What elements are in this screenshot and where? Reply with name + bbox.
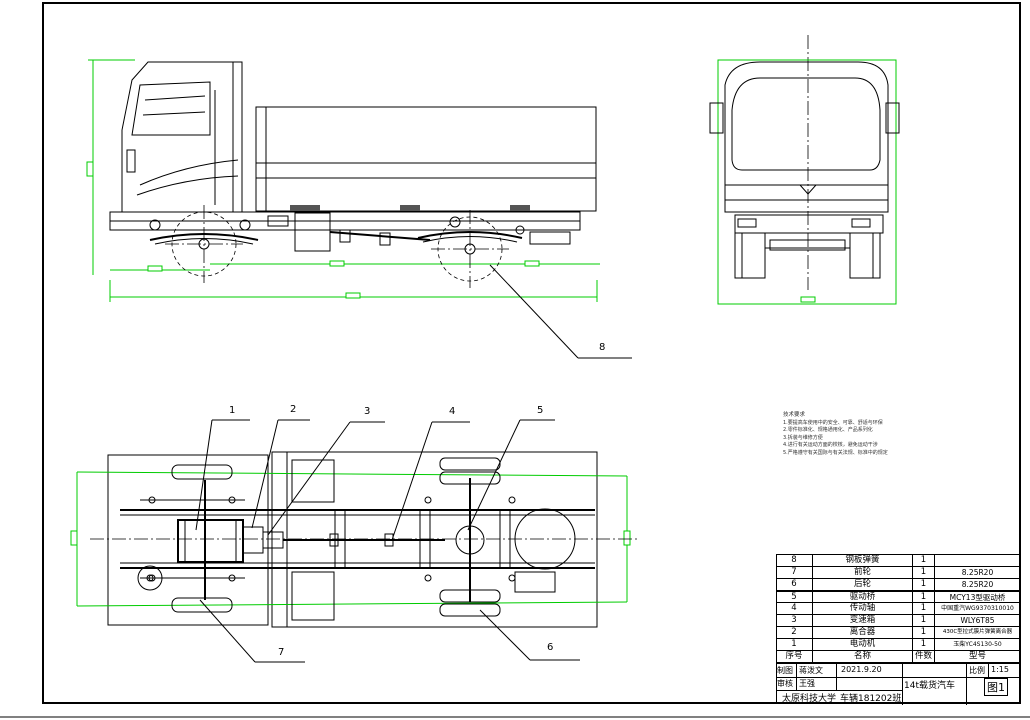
part-no: 5	[791, 592, 797, 602]
part-name: 前轮	[812, 567, 912, 578]
parts-row: 8 钢板弹簧 1	[776, 554, 1020, 566]
part-name: 后轮	[812, 579, 912, 590]
part-name: 离合器	[812, 627, 912, 638]
balloon-7: 7	[278, 647, 285, 658]
part-no: 2	[791, 627, 797, 637]
school-name: 太原科技大学	[782, 694, 837, 704]
balloon-5: 5	[537, 405, 544, 416]
part-model	[934, 555, 1020, 566]
part-name: 传动轴	[812, 603, 912, 614]
parts-row: 2 离合器 1 430C型拉式膜片弹簧离合器	[776, 626, 1020, 638]
balloon-6: 6	[547, 642, 554, 653]
balloon-3: 3	[364, 406, 371, 417]
part-qty: 1	[912, 579, 934, 590]
part-qty: 1	[912, 603, 934, 614]
tech-note-line: 1.要提高车使用中的安全、可靠、舒适与环保	[783, 419, 883, 426]
scale-label: 比例	[969, 666, 985, 675]
tech-note-line: 2.零件标准化、规格通用化、产品系列化	[783, 427, 873, 433]
front-view	[709, 35, 900, 305]
parts-row: 7 前轮 1 8.25R20	[776, 566, 1020, 578]
tech-note-line: 3.拆装与维修方便	[783, 434, 823, 441]
parts-table: .pt{position:absolute;left:0;width:244px…	[776, 554, 1020, 705]
parts-row: 1 电动机 1 玉柴YC4S130-50	[776, 638, 1020, 650]
top-view	[70, 419, 640, 663]
scale-value: 1:15	[991, 665, 1009, 674]
part-model: 中国重汽WG9370310010	[934, 603, 1020, 614]
part-model: 8.25R20	[934, 579, 1020, 590]
part-model: 430C型拉式膜片弹簧离合器	[934, 627, 1020, 638]
tech-note-line: 4.进行有关运动方面的校核，避免运动干涉	[783, 442, 878, 448]
balloon-2: 2	[290, 404, 297, 415]
part-no: 1	[791, 639, 797, 649]
part-no: 7	[791, 567, 797, 577]
header-qty: 件数	[912, 651, 934, 662]
part-model: 玉柴YC4S130-50	[934, 639, 1020, 650]
part-model: WLY6T85	[934, 615, 1020, 626]
parts-row: 3 变速箱 1 WLY6T85	[776, 614, 1020, 626]
parts-row: 5 驱动桥 1 MCY13型驱动桥	[776, 590, 1020, 603]
part-model: MCY13型驱动桥	[934, 592, 1020, 603]
part-name: 电动机	[812, 639, 912, 650]
check-name: 王强	[799, 679, 815, 688]
parts-header: 序号 名称 件数 型号	[776, 650, 1020, 662]
parts-row: 4 传动轴 1 中国重汽WG9370310010	[776, 602, 1020, 614]
sheet-number: 图1	[984, 678, 1008, 696]
part-no: 3	[791, 615, 797, 625]
part-qty: 1	[912, 567, 934, 578]
part-qty: 1	[912, 592, 934, 603]
part-qty: 1	[912, 615, 934, 626]
balloon-8: 8	[599, 342, 606, 353]
draw-date: 2021.9.20	[841, 665, 882, 674]
header-name: 名称	[812, 651, 912, 662]
part-name: 驱动桥	[812, 592, 912, 603]
title-block: 制图 蒋泼文 2021.9.20 审核 王强 14t载货汽车 比例 1:15 太…	[776, 662, 1020, 705]
header-model: 型号	[934, 651, 1020, 662]
draw-name: 蒋泼文	[799, 666, 823, 675]
side-view	[86, 59, 632, 359]
tech-note-line: 5.严格遵守有关国际与有关法规、标准中的规定	[783, 449, 888, 456]
part-no: 8	[791, 555, 797, 565]
drawing-border	[42, 2, 1021, 704]
parts-row: 6 后轮 1 8.25R20	[776, 578, 1020, 590]
tech-notes: 技术要求 1.要提高车使用中的安全、可靠、舒适与环保 2.零件标准化、规格通用化…	[783, 412, 963, 457]
balloon-1: 1	[229, 405, 236, 416]
header-no: 序号	[785, 651, 803, 661]
part-model: 8.25R20	[934, 567, 1020, 578]
balloon-4: 4	[449, 406, 456, 417]
check-label: 审核	[777, 679, 793, 688]
part-no: 6	[791, 579, 797, 589]
tech-notes-title: 技术要求	[783, 412, 806, 418]
class-name: 车辆181202班	[840, 694, 902, 704]
part-no: 4	[791, 603, 797, 613]
part-qty: 1	[912, 627, 934, 638]
part-qty: 1	[912, 639, 934, 650]
draw-label: 制图	[777, 666, 793, 675]
drawing-title: 14t载货汽车	[904, 681, 955, 691]
part-name: 钢板弹簧	[812, 555, 912, 566]
part-name: 变速箱	[812, 615, 912, 626]
part-qty: 1	[912, 555, 934, 566]
